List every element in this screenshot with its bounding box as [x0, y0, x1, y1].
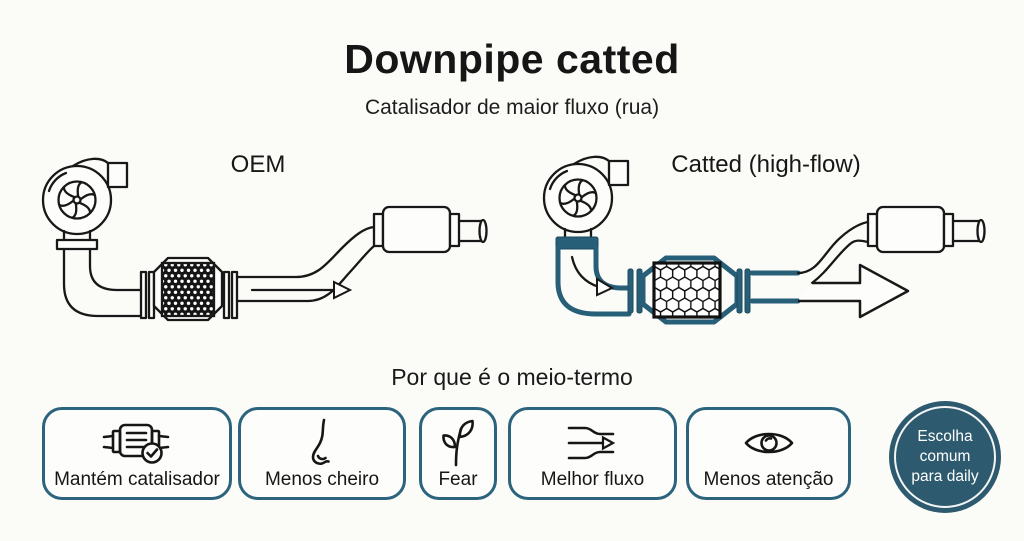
page-title: Downpipe catted	[344, 36, 680, 82]
flow-arrow-icon	[596, 277, 615, 297]
badge-line: comum	[919, 448, 971, 466]
big-flow-arrow-icon	[798, 263, 910, 319]
card-label: Menos atenção	[703, 469, 834, 490]
badge-line: Escolha	[917, 428, 973, 446]
eye-icon	[744, 410, 794, 470]
oem-diagram	[41, 157, 488, 322]
card-label: Fear	[438, 469, 478, 490]
card-mantem-catalisador: Mantém catalisador	[42, 407, 232, 500]
page-subtitle: Catalisador de maior fluxo (rua)	[364, 96, 660, 119]
turbo-flange	[555, 236, 599, 250]
card-menos-atencao: Menos atenção	[686, 407, 851, 500]
turbo-flange	[55, 238, 99, 251]
card-melhor-fluxo: Melhor fluxo	[508, 407, 677, 500]
section-heading: Por que é o meio-termo	[391, 364, 633, 390]
card-label: Melhor fluxo	[540, 469, 645, 490]
mid-pipe	[235, 225, 376, 303]
exhaust-comparison-diagram	[41, 155, 986, 325]
badge-ring	[894, 406, 996, 508]
muffler-icon	[866, 205, 986, 254]
muffler-icon	[372, 205, 488, 254]
badge-line: para daily	[911, 467, 979, 485]
card-fear: Fear	[419, 407, 497, 500]
downpipe-icon	[62, 247, 143, 318]
leaf-icon	[440, 410, 476, 470]
turbo-icon	[41, 157, 129, 251]
oem-catalytic-converter-icon	[139, 256, 239, 322]
catted-label: Catted (high-flow)	[671, 151, 861, 178]
catted-diagram	[542, 155, 986, 325]
card-menos-cheiro: Menos cheiro	[238, 407, 406, 500]
oem-label: OEM	[230, 151, 286, 178]
flow-arrow-icon	[250, 280, 353, 300]
daily-choice-badge: Escolha comum para daily	[889, 401, 1001, 513]
card-label: Mantém catalisador	[54, 469, 220, 490]
card-label: Menos cheiro	[264, 469, 380, 490]
downpipe-icon	[555, 245, 632, 317]
flow-lines-icon	[566, 410, 620, 470]
catalytic-converter-check-icon	[101, 410, 173, 470]
highflow-catalytic-converter-icon	[627, 255, 751, 325]
nose-icon	[307, 410, 337, 470]
badge-text: Escolha comum para daily	[911, 427, 978, 486]
turbo-icon	[542, 155, 630, 250]
